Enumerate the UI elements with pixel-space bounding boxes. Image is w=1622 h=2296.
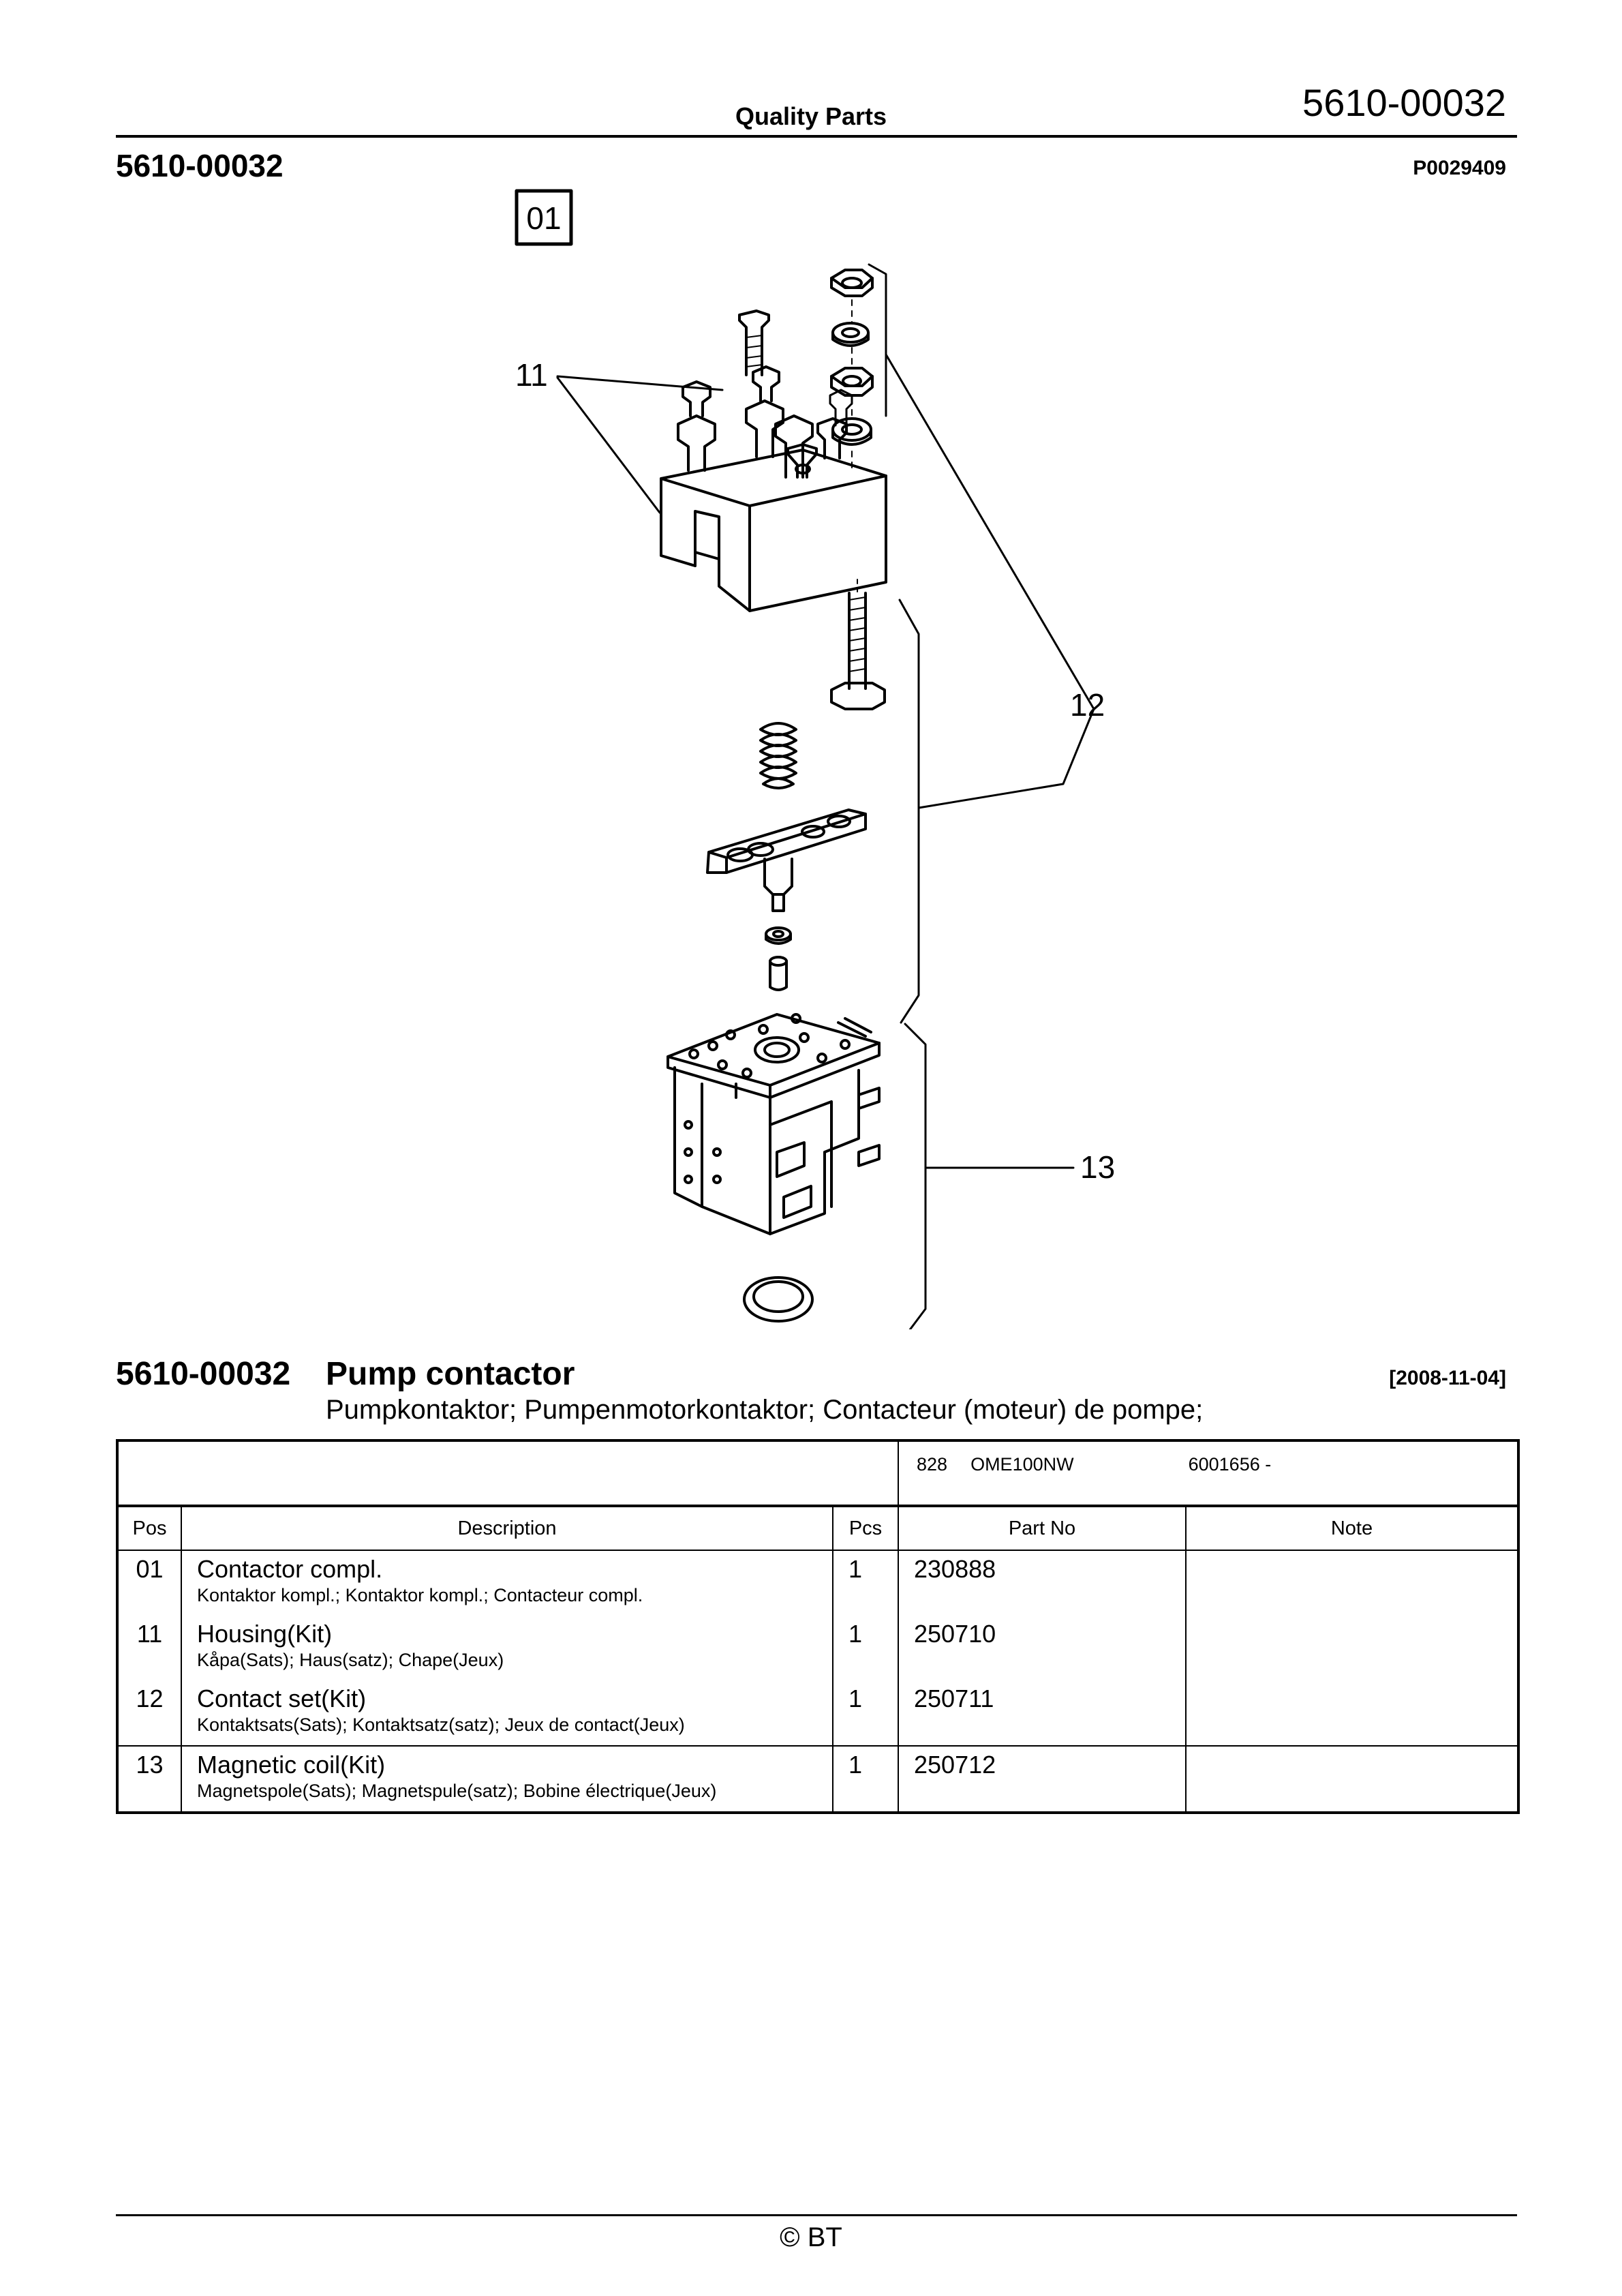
col-header-pos: Pos [117, 1506, 181, 1551]
row-pcs: 1 [832, 1680, 898, 1746]
col-header-note: Note [1185, 1506, 1518, 1551]
col-header-pcs: Pcs [832, 1506, 898, 1551]
contact-bridge-icon [706, 809, 867, 991]
row-pos: 11 [136, 1620, 163, 1648]
table-header: Pos Description Pcs Part No Note [117, 1506, 1518, 1551]
serial-range: 6001656 - [1188, 1454, 1272, 1475]
header-divider [116, 135, 1517, 138]
magnetic-coil-icon [667, 1013, 881, 1323]
row-note [1185, 1616, 1518, 1680]
row-part-no: 250712 [898, 1745, 1186, 1813]
row-part-no: 250711 [898, 1680, 1186, 1746]
model-info-spacer [117, 1440, 898, 1507]
row-part-no: 230888 [898, 1550, 1186, 1616]
row-pos: 01 [136, 1555, 164, 1583]
row-pcs: 1 [832, 1616, 898, 1680]
revision-date: [2008-11-04] [1389, 1367, 1506, 1389]
model-info-row: 828 OME100NW 6001656 - [117, 1440, 1518, 1507]
bolt-icon [830, 579, 886, 710]
footer-divider [116, 2214, 1517, 2216]
col-header-description: Description [181, 1506, 833, 1551]
row-description: Contactor compl. Kontaktor kompl.; Konta… [181, 1550, 833, 1616]
assembly-tag-label: 01 [526, 200, 561, 236]
row-desc-translations: Kåpa(Sats); Haus(satz); Chape(Jeux) [197, 1650, 504, 1670]
table-row: 12 Contact set(Kit) Kontaktsats(Sats); K… [117, 1680, 1518, 1746]
row-part-no: 250710 [898, 1616, 1186, 1680]
row-desc-main: Magnetic coil(Kit) [197, 1751, 386, 1779]
callout-13: 13 [1080, 1149, 1115, 1185]
row-desc-translations: Kontaktor kompl.; Kontaktor kompl.; Cont… [197, 1585, 643, 1605]
row-desc-translations: Kontaktsats(Sats); Kontaktsatz(satz); Je… [197, 1715, 685, 1735]
row-desc-main: Contactor compl. [197, 1555, 383, 1583]
header-title: Quality Parts [735, 102, 887, 130]
exploded-view-drawing: 01 11 12 13 [477, 184, 1159, 1338]
document-number: 5610-00032 [1302, 81, 1506, 124]
col-header-part-no: Part No [898, 1506, 1186, 1551]
part-group-code: 5610-00032 [116, 1356, 291, 1392]
model-info-cell: 828 OME100NW 6001656 - [898, 1440, 1518, 1507]
row-desc-translations: Magnetspole(Sats); Magnetspule(satz); Bo… [197, 1781, 717, 1801]
housing-icon [660, 309, 887, 612]
model-number: 828 [917, 1454, 948, 1475]
callout-11: 11 [515, 357, 548, 393]
row-pos: 12 [136, 1685, 164, 1712]
row-note [1185, 1680, 1518, 1746]
row-description: Magnetic coil(Kit) Magnetspole(Sats); Ma… [181, 1745, 833, 1813]
row-pcs: 1 [832, 1745, 898, 1813]
row-desc-main: Housing(Kit) [197, 1620, 333, 1648]
row-desc-main: Contact set(Kit) [197, 1685, 367, 1712]
parts-table: 828 OME100NW 6001656 - Pos Description Pcs… [116, 1439, 1520, 1814]
picture-reference: P0029409 [1413, 157, 1506, 179]
footer-copyright: © BT [780, 2222, 842, 2252]
table-row: 11 Housing(Kit) Kåpa(Sats); Haus(satz); … [117, 1616, 1518, 1680]
nut-washer-stack-icon [830, 269, 874, 471]
model-name: OME100NW [970, 1454, 1074, 1475]
row-pcs: 1 [832, 1550, 898, 1616]
section-code: 5610-00032 [116, 148, 284, 183]
table-row: 13 Magnetic coil(Kit) Magnetspole(Sats);… [117, 1745, 1518, 1813]
row-pos: 13 [117, 1745, 181, 1813]
table-row: 01 Contactor compl. Kontaktor kompl.; Ko… [117, 1550, 1518, 1616]
assembly-tag: 01 [515, 189, 573, 246]
row-description: Contact set(Kit) Kontaktsats(Sats); Kont… [181, 1680, 833, 1746]
row-description: Housing(Kit) Kåpa(Sats); Haus(satz); Cha… [181, 1616, 833, 1680]
part-group-name: Pump contactor [326, 1356, 575, 1392]
spring-icon [759, 722, 797, 789]
part-group-translations: Pumpkontaktor; Pumpenmotorkontaktor; Con… [326, 1395, 1204, 1425]
row-note [1185, 1550, 1518, 1616]
callout-12: 12 [1070, 687, 1105, 723]
row-note [1185, 1745, 1518, 1813]
